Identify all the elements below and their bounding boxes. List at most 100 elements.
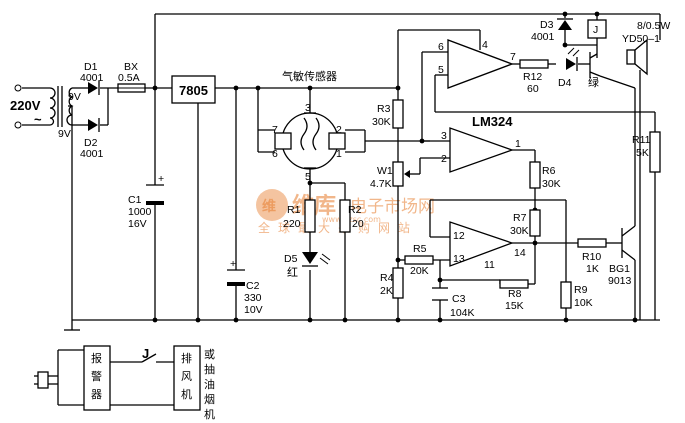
alarm-char-3: 器 xyxy=(91,388,102,401)
capacitor-c2: + C2 330 10V xyxy=(227,258,263,316)
d2-part: 4001 xyxy=(80,148,104,160)
speaker: 8/0.5W YD50–1 xyxy=(622,20,670,76)
opamp-mid-pin2: 2 xyxy=(441,153,447,165)
r4-label: R4 xyxy=(380,272,394,284)
watermark-slogan: 全球最大采购网站 xyxy=(258,220,418,235)
r7-value: 30K xyxy=(510,225,529,237)
opamp-bottom: 12 13 11 14 xyxy=(449,221,526,271)
resistor-r6: R6 30K xyxy=(529,161,561,190)
hood-char-4: 烟 xyxy=(204,392,215,406)
r2-value: 20 xyxy=(352,218,364,230)
resistor-r1: R1 220 xyxy=(283,199,316,233)
c1-value: 1000 xyxy=(128,206,152,218)
sensor-pin5: 5 xyxy=(305,171,311,183)
opamp-bot-pin13: 13 xyxy=(453,253,465,265)
led-d5: D5 红 xyxy=(284,252,331,279)
w1-value: 4.7K xyxy=(370,178,392,190)
opamp-mid-pin1: 1 xyxy=(515,138,521,150)
d5-label: D5 xyxy=(284,253,298,265)
sensor-pin3: 3 xyxy=(305,102,311,114)
opamp-bot-pin11: 11 xyxy=(484,259,495,271)
bg1-part: 9013 xyxy=(608,275,632,287)
hood-char-3: 油 xyxy=(204,377,215,391)
resistor-r8: R8 15K xyxy=(499,279,529,312)
c1-voltage: 16V xyxy=(128,218,147,230)
sensor-pin7: 7 xyxy=(272,124,278,136)
r1-label: R1 xyxy=(287,204,301,216)
fuse-bx: BX 0.5A xyxy=(117,61,146,93)
c1-label: C1 xyxy=(128,194,142,206)
regulator-label: 7805 xyxy=(179,83,208,98)
diode-d3: D3 4001 xyxy=(531,18,573,43)
r9-label: R9 xyxy=(574,284,588,296)
r10-value: 1K xyxy=(586,263,599,275)
opamp-top-pin5: 5 xyxy=(438,64,444,76)
fan-char-2: 风 xyxy=(181,370,192,383)
opamp-top-pin6: 6 xyxy=(438,41,444,53)
r7-label: R7 xyxy=(513,212,527,224)
opamp-middle: LM324 3 2 1 xyxy=(441,114,521,173)
r12-label: R12 xyxy=(523,71,542,83)
sensor-pin2: 2 xyxy=(336,124,342,136)
r11-label: R11 xyxy=(632,134,651,146)
c2-value: 330 xyxy=(244,292,262,304)
c2-label: C2 xyxy=(246,280,260,292)
lm324-label: LM324 xyxy=(472,114,513,129)
resistor-r11: R11 5K xyxy=(632,131,661,173)
d3-label: D3 xyxy=(540,19,554,31)
transformer: 220V ~ 9V 9V xyxy=(10,84,81,140)
watermark-logo-glyph: 维 xyxy=(262,198,276,215)
hood-char-5: 机 xyxy=(204,407,215,421)
resistor-r7: R7 30K xyxy=(510,209,541,237)
r11-value: 5K xyxy=(636,147,649,159)
sensor-pin6: 6 xyxy=(272,148,278,160)
secondary-top: 9V xyxy=(68,91,81,103)
r2-label: R2 xyxy=(348,204,362,216)
bg1-label: BG1 xyxy=(609,263,630,275)
fan-wiring: 报 警 器 J 排 风 机 或 抽 油 烟 机 xyxy=(34,345,215,421)
speaker-rating: 8/0.5W xyxy=(637,20,670,32)
r6-value: 30K xyxy=(542,178,561,190)
r5-label: R5 xyxy=(413,243,427,255)
hood-char-2: 抽 xyxy=(204,362,215,376)
gas-sensor: 气敏传感器 3 7 6 2 1 5 xyxy=(272,69,346,183)
relay-label: J xyxy=(593,24,598,36)
alarm-char-1: 报 xyxy=(91,351,102,365)
d4-label: D4 xyxy=(558,77,572,89)
switch-j-label: J xyxy=(142,346,149,361)
transistor-bg1: BG1 9013 xyxy=(608,263,632,287)
d1-label: D1 xyxy=(84,61,98,73)
regulator-7805: 7805 xyxy=(171,75,216,104)
resistor-r2: R2 20 xyxy=(339,199,364,233)
capacitor-c3: C3 104K xyxy=(432,287,475,319)
transistor-relay-driver xyxy=(589,52,601,78)
c3-label: C3 xyxy=(452,293,466,305)
svg-text:+: + xyxy=(230,258,236,270)
watermark-url: www.dzsc.com xyxy=(322,215,381,224)
resistor-r4: R4 2K xyxy=(380,267,404,299)
resistor-r9: R9 10K xyxy=(560,281,593,309)
resistor-r3: R3 30K xyxy=(372,99,404,129)
d4-color: 绿 xyxy=(588,75,599,89)
r8-label: R8 xyxy=(508,288,522,300)
opamp-bot-pin14: 14 xyxy=(514,247,526,259)
d1-part: 4001 xyxy=(80,72,104,84)
diode-d1: D1 4001 xyxy=(80,61,104,95)
resistor-r10: R10 1K xyxy=(577,238,607,275)
junctions xyxy=(152,11,638,323)
diode-d2: D2 4001 xyxy=(80,118,104,160)
c3-value: 104K xyxy=(450,307,475,319)
w1-label: W1 xyxy=(377,165,393,177)
speaker-part: YD50–1 xyxy=(622,33,660,45)
bx-label: BX xyxy=(124,61,138,73)
r4-value: 2K xyxy=(380,285,393,297)
relay-j: J xyxy=(587,19,607,39)
r12-value: 60 xyxy=(527,83,539,95)
d5-color: 红 xyxy=(287,266,298,279)
opamp-bot-pin12: 12 xyxy=(453,230,465,242)
fan-char-3: 机 xyxy=(181,387,192,401)
hood-char-1: 或 xyxy=(204,348,215,361)
r3-value: 30K xyxy=(372,116,391,128)
capacitor-c1: + C1 1000 16V xyxy=(128,173,164,230)
